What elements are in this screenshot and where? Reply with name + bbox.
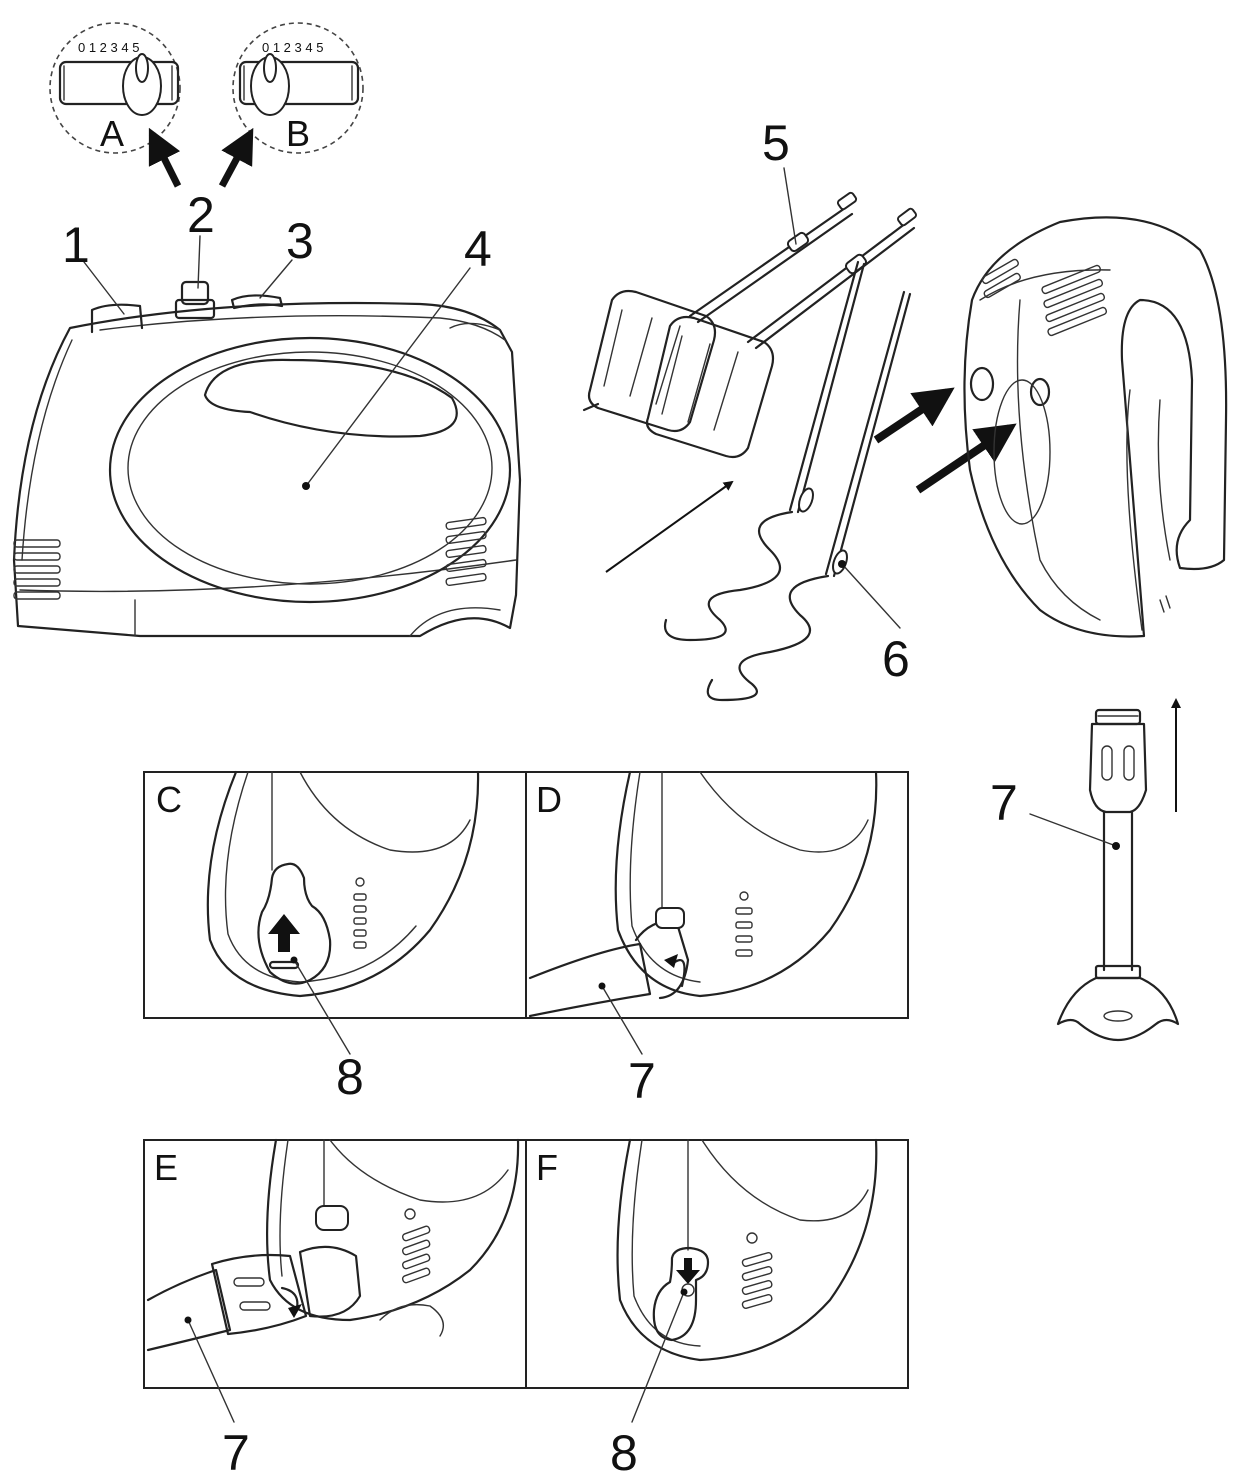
leader-8-c-dot [290, 956, 298, 964]
beaters [582, 191, 917, 459]
panel-f-letter: F [536, 1147, 558, 1188]
leader-7-d [601, 985, 643, 1055]
label-7-blender: 7 [990, 775, 1018, 831]
mixer-front-view [963, 216, 1228, 638]
leader-7-d-dot [598, 982, 606, 990]
switch-inset-a: 0 1 2 3 4 5 A [49, 22, 181, 154]
panel-d: D [525, 770, 909, 1019]
panel-f: F [525, 1138, 909, 1389]
label-7-panel-d: 7 [628, 1053, 656, 1109]
leader-7-e-dot [184, 1316, 192, 1324]
switch-inset-b: 0 1 2 3 4 5 B [232, 22, 364, 154]
leader-lines-body [83, 235, 471, 490]
label-2-speed-switch: 2 [187, 187, 215, 243]
label-4-body: 4 [464, 221, 492, 277]
panel-e-letter: E [154, 1147, 178, 1188]
leader-7-right [1029, 813, 1117, 847]
switch-arrows [148, 127, 254, 188]
insertion-arrows [605, 387, 1017, 573]
dough-hooks [663, 260, 912, 702]
label-6-dough-hooks: 6 [882, 631, 910, 687]
switch-b-letter: B [286, 113, 310, 154]
label-3-button: 3 [286, 213, 314, 269]
mixer-body-side-view [12, 280, 522, 638]
switch-a-scale: 0 1 2 3 4 5 [78, 40, 139, 55]
leader-8-f-dot [680, 1288, 688, 1296]
switch-b-scale: 0 1 2 3 4 5 [262, 40, 323, 55]
panel-c-letter: C [156, 779, 182, 820]
leader-8-f [631, 1291, 685, 1423]
label-1-button: 1 [62, 217, 90, 273]
label-5-beaters: 5 [762, 115, 790, 171]
blender-attachment [1056, 698, 1181, 1042]
leader-5 [783, 167, 797, 245]
leader-6 [841, 563, 901, 629]
leader-7-right-dot [1112, 842, 1120, 850]
leader-7-e [187, 1319, 235, 1423]
leader-8-c [293, 959, 351, 1055]
label-8-panel-f: 8 [610, 1425, 638, 1479]
panel-c: C [143, 770, 527, 1019]
switch-a-letter: A [100, 113, 124, 154]
leader-6-dot [838, 560, 846, 568]
label-8-panel-c: 8 [336, 1049, 364, 1105]
label-7-panel-e: 7 [222, 1425, 250, 1479]
panel-d-letter: D [536, 779, 562, 820]
